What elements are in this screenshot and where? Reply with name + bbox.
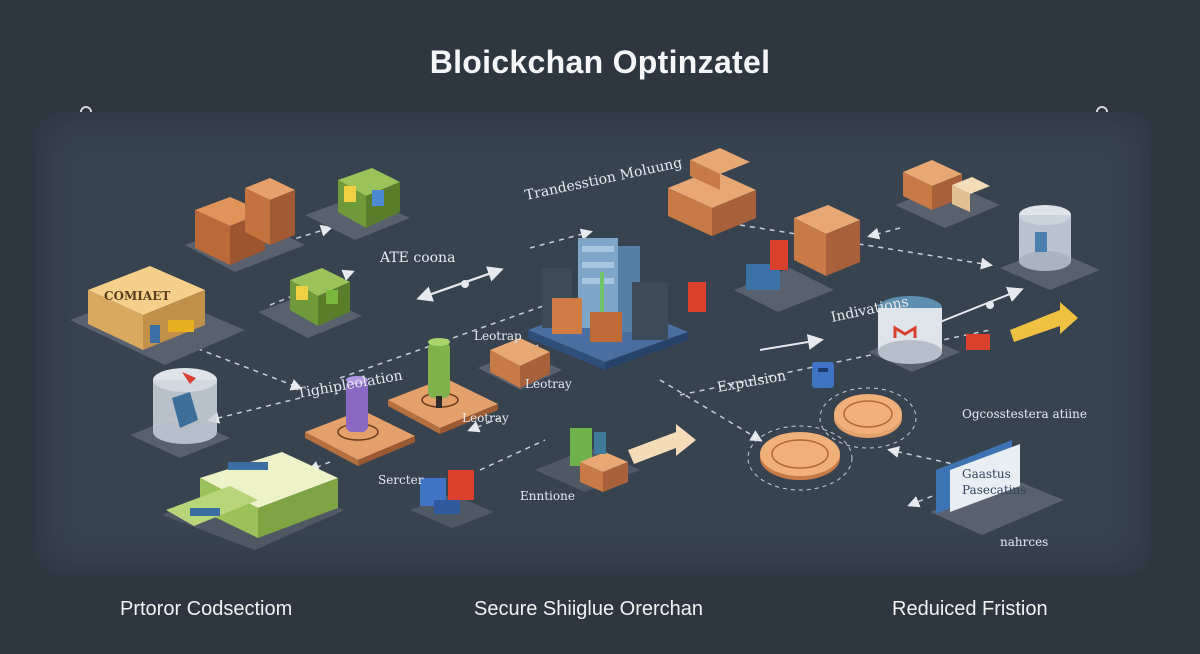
connector (207, 397, 301, 424)
enntione-label: Enntione (520, 489, 575, 503)
footer-center-caption: Secure Shiiglue Orerchan (474, 598, 704, 620)
blockchain-node (868, 296, 990, 372)
process-screen: Gaastus Pasecatins (930, 440, 1064, 535)
color-blocks (410, 470, 494, 528)
yellow-arrow-bottom (628, 424, 696, 464)
green-tube-pad (388, 338, 498, 434)
green-box-platform (162, 452, 345, 550)
green-basket-mid (258, 268, 362, 338)
purple-tube-pad (305, 376, 415, 466)
green-basket-top (305, 168, 410, 240)
arrow (759, 334, 824, 351)
connector (739, 224, 993, 270)
chain-disk-lower (747, 425, 853, 491)
leotray-label-2: Leotray (462, 411, 509, 425)
connector (479, 439, 546, 471)
comiaet-label: COMIAET (104, 289, 170, 303)
leotrap-label: Leotrap (474, 329, 522, 343)
connector (529, 228, 593, 249)
crate-stack-left (185, 178, 305, 272)
arrow (419, 266, 504, 299)
connector (907, 484, 961, 508)
crate-group-bottom (535, 428, 640, 492)
sercter-label: Sercter (378, 473, 424, 487)
comiaet-container: COMIAET (70, 266, 245, 365)
connector (867, 227, 901, 240)
expulsion-label: Expulsion (716, 368, 787, 396)
crate-group-right (895, 160, 1000, 228)
ogcoss-label: Ogcosstestera atiine (962, 407, 1087, 421)
mailbox (812, 362, 834, 388)
connector (307, 461, 331, 473)
connector (339, 299, 561, 379)
footer-right-caption: Reduiced Fristion (892, 598, 1048, 620)
chain-disk-upper (819, 387, 917, 449)
pasecatins-label: Pasecatins (962, 483, 1026, 497)
leotrap-box (478, 338, 562, 390)
trandesstion-label: Trandesstion Moluung (524, 155, 684, 204)
crate-group-top (668, 148, 756, 236)
footer-left-caption: Prtoror Codsectiom (120, 598, 293, 620)
gaastus-label: Gaastus (962, 467, 1011, 481)
leotray-label-1: Leotray (525, 377, 572, 391)
nahrces-label: nahrces (1000, 535, 1048, 549)
vault-cylinder (130, 368, 230, 458)
server-cylinder (1000, 205, 1100, 290)
page-title: Bloickchan Optinzatel (429, 44, 771, 80)
solid-arrows (416, 266, 1024, 351)
crate-group-mid (734, 205, 860, 312)
central-hub (528, 238, 706, 370)
arrow (939, 287, 1024, 323)
yellow-double-arrow (1010, 302, 1078, 342)
ate-coona-label: ATE coona (379, 250, 455, 266)
